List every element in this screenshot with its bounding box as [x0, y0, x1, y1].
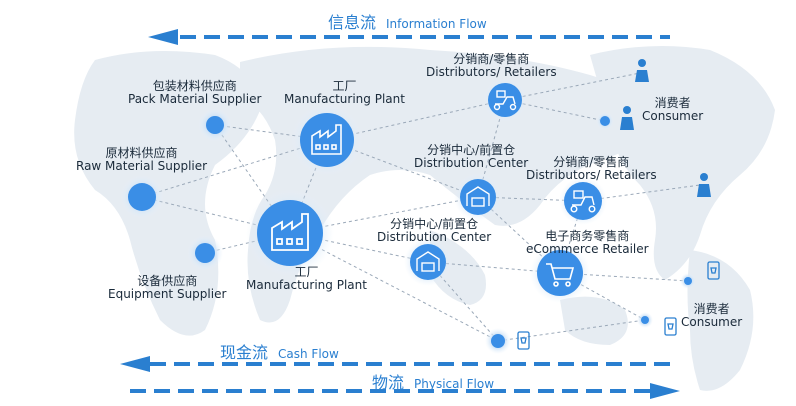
retailers-top-label: 分销商/零售商 Distributors/ Retailers: [426, 52, 557, 80]
consumer-top-en: Consumer: [642, 109, 704, 124]
consumer-bottom-dot: [641, 316, 649, 324]
factory-bottom-label: 工厂 Manufacturing Plant: [246, 265, 367, 293]
pack-supplier-label: 包装材料供应商 Pack Material Supplier: [128, 79, 262, 107]
information-flow-en: Information Flow: [386, 17, 487, 31]
delivery-scooter-icon: [493, 90, 517, 111]
supplier-dots: [120, 108, 696, 354]
consumer-person-icon: [697, 173, 711, 197]
equipment-supplier-label: 设备供应商 Equipment Supplier: [108, 274, 227, 302]
mobile-shop-icon: [707, 261, 720, 280]
dc-bottom-node: [404, 238, 452, 286]
ecommerce-link-dot: [684, 277, 692, 285]
factory-bottom-zh: 工厂: [294, 265, 319, 279]
cash-flow-title: 现金流 Cash Flow: [220, 339, 339, 363]
retailers-top-en: Distributors/ Retailers: [426, 65, 557, 80]
cash-node-dot: [491, 334, 505, 348]
raw-supplier-zh: 原材料供应商: [105, 146, 178, 160]
physical-flow-zh: 物流: [372, 373, 405, 392]
physical-flow-en: Physical Flow: [414, 377, 495, 391]
raw-supplier-label: 原材料供应商 Raw Material Supplier: [76, 146, 208, 174]
consumer-person-icon: [635, 59, 649, 82]
consumer-top-label: 消费者 Consumer: [642, 96, 704, 124]
consumer-person-icon: [620, 106, 634, 130]
warehouse-icon: [466, 186, 490, 207]
shopping-cart-icon: [546, 263, 575, 287]
factory-icon: [311, 124, 342, 155]
consumer-bottom-en: Consumer: [681, 315, 743, 330]
dc-bottom-en: Distribution Center: [377, 230, 492, 245]
pack-supplier-zh: 包装材料供应商: [152, 79, 237, 93]
equipment-supplier-zh: 设备供应商: [137, 274, 198, 288]
retailers-mid-zh: 分销商/零售商: [553, 155, 630, 169]
consumer-top-dot: [600, 116, 610, 126]
cash-flow-zh: 现金流: [220, 343, 269, 362]
physical-flow-title: 物流 Physical Flow: [372, 369, 494, 393]
factory-top-label: 工厂 Manufacturing Plant: [284, 79, 405, 107]
information-flow-arrow: [148, 29, 670, 45]
retailers-mid-label: 分销商/零售商 Distributors/ Retailers: [526, 155, 657, 183]
raw-supplier-en: Raw Material Supplier: [76, 159, 208, 174]
ecommerce-zh: 电子商务零售商: [545, 229, 630, 243]
dc-top-label: 分销中心/前置仓 Distribution Center: [414, 143, 529, 171]
factory-top-node: [291, 104, 363, 176]
physical-flow-arrow: [130, 383, 680, 399]
factory-bottom-node: [246, 189, 334, 277]
information-flow-title: 信息流 Information Flow: [328, 9, 487, 33]
equipment-supplier-en: Equipment Supplier: [108, 287, 227, 302]
consumer-top-zh: 消费者: [654, 96, 691, 110]
pack-supplier-en: Pack Material Supplier: [128, 92, 262, 107]
information-flow-zh: 信息流: [328, 13, 377, 32]
dc-top-en: Distribution Center: [414, 156, 529, 171]
ecommerce-node: [530, 243, 590, 303]
factory-top-zh: 工厂: [332, 79, 357, 93]
retailers-top-node: [483, 78, 527, 122]
equipment-supplier-dot: [195, 243, 215, 263]
warehouse-icon: [416, 251, 440, 272]
pack-supplier-dot: [206, 116, 224, 134]
factory-bottom-en: Manufacturing Plant: [246, 278, 367, 293]
factory-icon: [271, 213, 309, 251]
consumer-bottom-zh: 消费者: [693, 302, 730, 316]
dc-top-zh: 分销中心/前置仓: [427, 143, 516, 157]
dc-top-node: [454, 173, 502, 221]
factory-top-en: Manufacturing Plant: [284, 92, 405, 107]
ecommerce-label: 电子商务零售商 eCommerce Retailer: [526, 229, 649, 257]
mobile-shop-icon: [664, 317, 677, 336]
ecommerce-en: eCommerce Retailer: [526, 242, 649, 257]
delivery-scooter-icon: [570, 190, 596, 213]
cash-flow-en: Cash Flow: [278, 347, 339, 361]
retailers-mid-en: Distributors/ Retailers: [526, 168, 657, 183]
cash-flow-arrow: [120, 356, 670, 372]
retailers-mid-node: [559, 177, 607, 225]
dc-bottom-label: 分销中心/前置仓 Distribution Center: [377, 217, 492, 245]
consumer-bottom-label: 消费者 Consumer: [681, 302, 743, 330]
retailers-top-zh: 分销商/零售商: [453, 52, 530, 66]
mobile-shop-icon: [517, 331, 530, 350]
dc-bottom-zh: 分销中心/前置仓: [390, 217, 479, 231]
raw-supplier-dot: [128, 183, 156, 211]
